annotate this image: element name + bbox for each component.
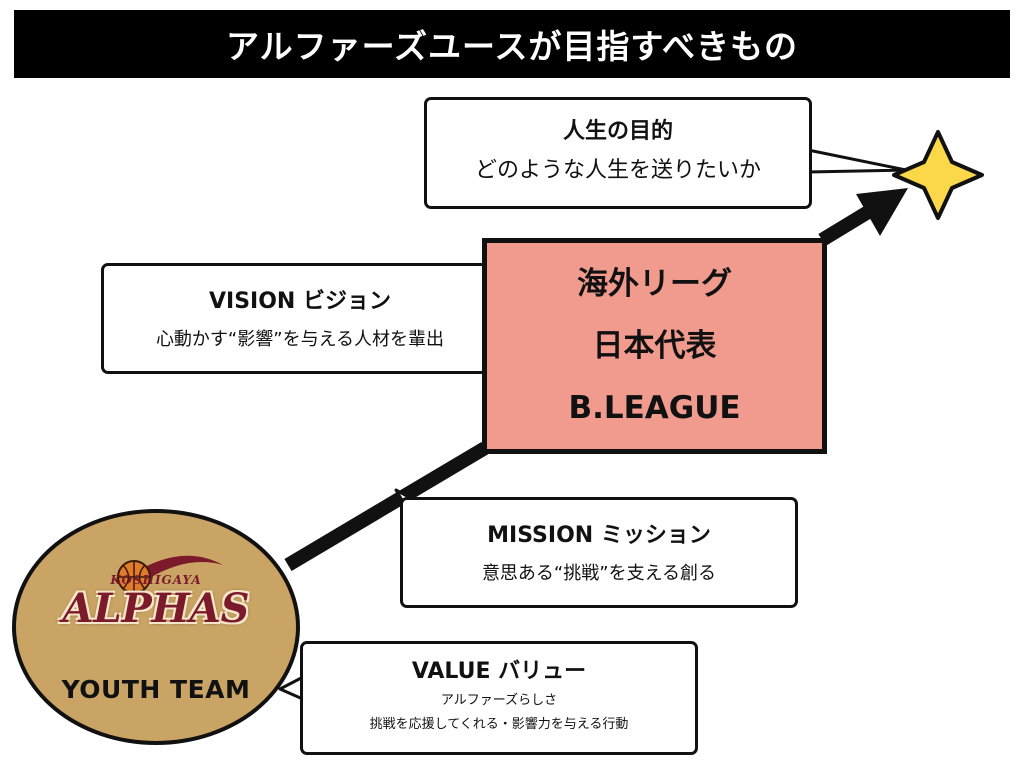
purpose-callout: 人生の目的 どのような人生を送りたいか <box>424 97 812 209</box>
page-title: アルファーズユースが目指すべきもの <box>14 10 1010 78</box>
alphas-logo-graphic <box>117 555 223 594</box>
vision-callout: VISION ビジョン 心動かす“影響”を与える人材を輩出 <box>101 263 499 374</box>
logo-alphas-text: ALPHAS <box>62 585 250 632</box>
goal-national-team: 日本代表 <box>592 328 717 364</box>
value-line-2: 挑戦を応援してくれる・影響力を与える行動 <box>369 717 629 732</box>
goal-overseas-league: 海外リーグ <box>577 266 732 302</box>
logo-swoosh <box>134 555 223 579</box>
purpose-text: どのような人生を送りたいか <box>474 158 761 183</box>
goal-box: 海外リーグ 日本代表 B.LEAGUE <box>482 238 827 454</box>
logo-koshigaya-text: KOSHIGAYA <box>110 573 202 587</box>
vision-heading: VISION ビジョン <box>208 289 392 314</box>
value-line-1: アルファーズらしさ <box>440 693 558 708</box>
value-callout: VALUE バリュー アルファーズらしさ 挑戦を応援してくれる・影響力を与える行… <box>300 641 698 755</box>
youth-team-badge: KOSHIGAYA ALPHAS YOUTH TEAM <box>12 509 300 745</box>
mission-heading: MISSION ミッション <box>487 523 711 548</box>
vision-text: 心動かす“影響”を与える人材を輩出 <box>155 329 445 350</box>
mission-callout: MISSION ミッション 意思ある“挑戦”を支える創る <box>400 497 798 608</box>
value-heading: VALUE バリュー <box>411 659 587 684</box>
purpose-callout-tail <box>806 148 908 174</box>
youth-team-label: YOUTH TEAM <box>61 675 251 704</box>
arrow-up-right-icon <box>856 188 908 236</box>
mission-text: 意思ある“挑戦”を支える創る <box>481 563 717 584</box>
goal-bleague: B.LEAGUE <box>568 390 741 426</box>
progress-line-lower <box>284 441 489 572</box>
purpose-heading: 人生の目的 <box>562 119 673 144</box>
four-point-star-icon <box>892 130 984 220</box>
